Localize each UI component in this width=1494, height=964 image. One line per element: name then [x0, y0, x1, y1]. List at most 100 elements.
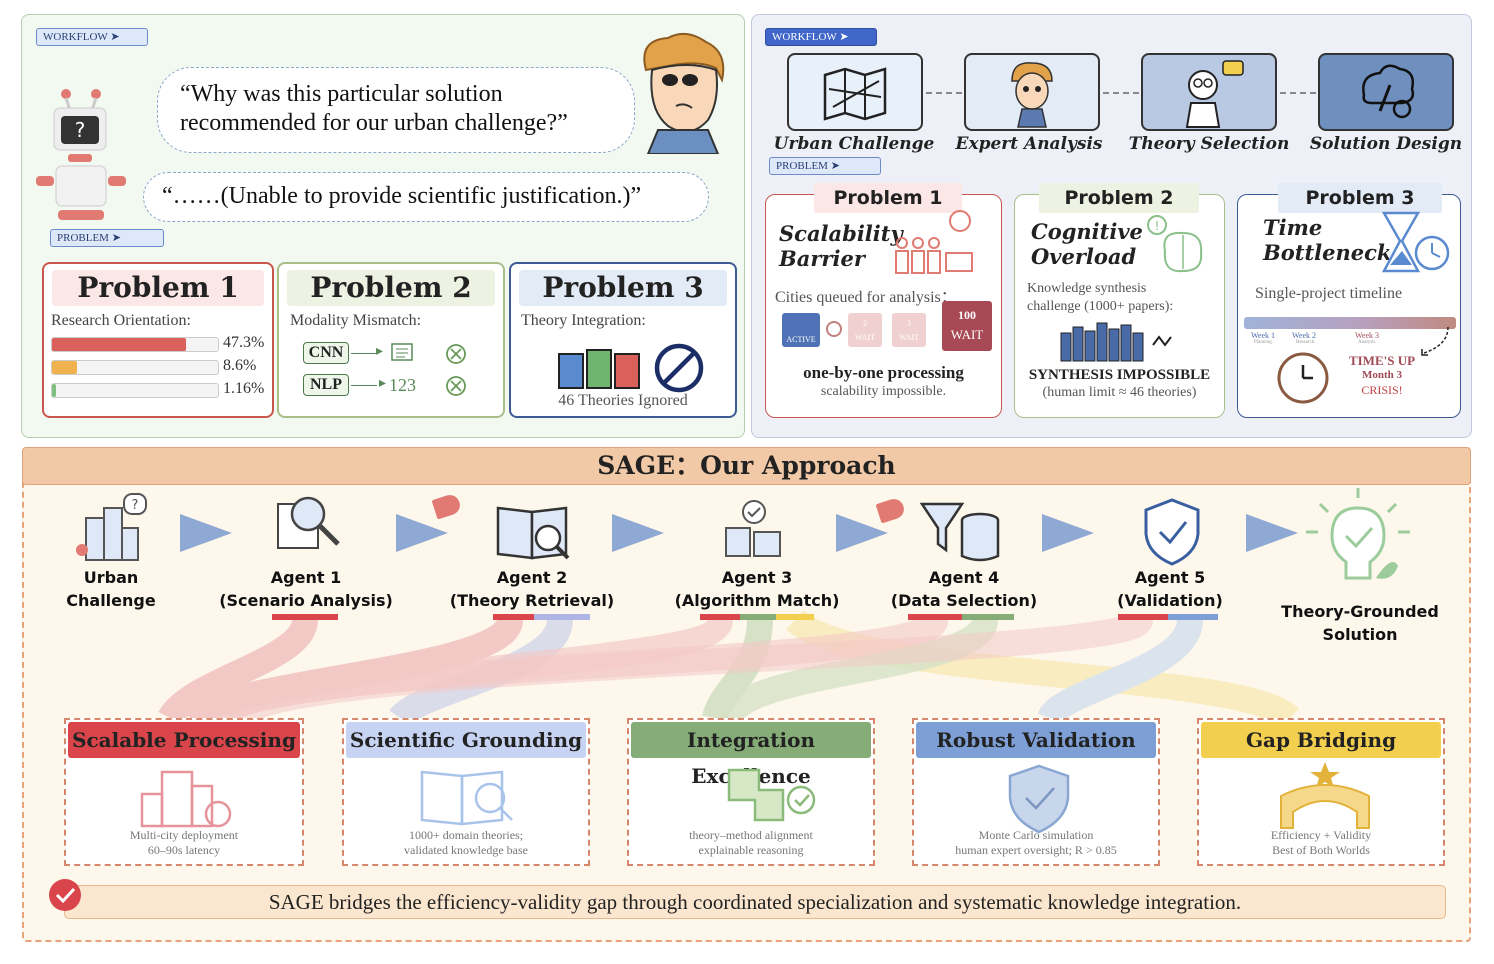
puzzle-check-icon — [725, 500, 781, 557]
cnn-chip: CNN — [303, 342, 349, 364]
expert-icon — [1011, 62, 1053, 128]
right-problem-1-note: scalability impossible. — [820, 384, 947, 399]
right-problem-3-desc: Single-project timeline — [1255, 285, 1403, 302]
agent-label-1: Agent 1 (Scenario Analysis) — [216, 566, 396, 612]
flow-arrow-2 — [396, 514, 448, 552]
bar-3 — [51, 383, 219, 398]
svg-text:?: ? — [75, 118, 86, 142]
agent-4-line1: Agent 4 — [928, 568, 1000, 587]
left-problem-3-card: Problem 3 Theory Integration: 46 Theorie… — [509, 262, 737, 418]
paper-stack-icon — [1060, 322, 1172, 362]
nlp-arrow-head: ▸ — [379, 376, 387, 391]
right-problem-1-bold: one-by-one processing — [803, 363, 964, 382]
timeline-week-1: Week 1 — [1251, 331, 1276, 340]
outcome-integration-excellence: Integration Excellence theory–method ali… — [627, 718, 875, 866]
left-problem-1-subtitle: Research Orientation: — [51, 312, 191, 329]
agent-label-4: Agent 4(Data Selection) — [874, 566, 1054, 612]
search-analysis-icon — [277, 496, 340, 549]
number-icon: 123 — [389, 375, 416, 395]
step-arrow-3 — [1280, 92, 1316, 94]
puzzle-icon — [727, 768, 816, 822]
problem-tag-right: PROBLEM ➤ — [769, 157, 881, 175]
agent-1-line1: Agent 1 — [270, 568, 342, 587]
alert-line-1: TIME'S UP — [1348, 353, 1416, 368]
hourglass-clock-icon — [1381, 211, 1450, 273]
scientist-icon — [1185, 60, 1244, 128]
answer-bubble: “……(Unable to provide scientific justifi… — [143, 172, 709, 222]
timeline-bar — [1244, 317, 1456, 329]
right-problem-2-desc-1: Knowledge synthesis — [1027, 281, 1147, 296]
lightbulb-check-icon — [1306, 488, 1410, 580]
reject-icon-1 — [446, 344, 466, 364]
outcome-2-line2: validated knowledge base — [404, 843, 528, 857]
deadline-clock-icon — [1277, 352, 1329, 404]
right-problem-3-heading-2: Bottleneck — [1263, 240, 1392, 265]
right-problem-3-heading-1: Time — [1263, 215, 1323, 240]
outcome-2-line1: 1000+ domain theories; — [408, 828, 524, 842]
alert-line-2: Month 3 — [1361, 369, 1403, 381]
map-icon — [823, 67, 887, 121]
timeline-week-3: Week 3 — [1355, 331, 1380, 340]
question-bubble: “Why was this particular solution recomm… — [157, 67, 635, 153]
right-problem-2-desc-2: challenge (1000+ papers): — [1027, 299, 1174, 314]
step-solution-design — [1318, 53, 1454, 131]
conclusion-bar — [64, 885, 1446, 919]
left-problem-3-subtitle: Theory Integration: — [521, 312, 646, 329]
bar-1-label: 47.3% — [223, 334, 265, 351]
reject-icon-2 — [446, 376, 466, 396]
check-badge-icon — [49, 879, 81, 911]
outcome-5-line1: Efficiency + Validity — [1270, 828, 1372, 842]
right-problem-2-card: Problem 2 Cognitive Overload ! Knowledge… — [1014, 183, 1225, 418]
document-icon — [391, 343, 413, 361]
timeline-week-2-sub: Research — [1296, 340, 1315, 345]
workflow-tag-left: WORKFLOW ➤ — [36, 28, 148, 46]
svg-text:!: ! — [1155, 219, 1160, 233]
step-arrow-1 — [926, 92, 962, 94]
agent-solution-line1: Theory-Grounded — [1281, 602, 1439, 621]
timeline-week-1-sub: Planning — [1254, 340, 1272, 345]
agent-urban-line2: Challenge — [66, 591, 156, 610]
agent-label-2: Agent 2(Theory Retrieval) — [442, 566, 622, 612]
cnn-arrow-head: ▸ — [376, 344, 384, 359]
theories-ignored-label: 46 Theories Ignored — [558, 392, 688, 409]
left-problem-1-card: Problem 1 Research Orientation: 47.3% 8.… — [42, 262, 274, 418]
timeline-week-2: Week 2 — [1292, 331, 1317, 340]
queue-item-100-status: WAIT — [950, 327, 984, 342]
step-arrow-2 — [1103, 92, 1139, 94]
agent-2-line1: Agent 2 — [496, 568, 568, 587]
right-problem-1-title: Problem 1 — [814, 183, 962, 213]
timeline-arrow-icon — [1421, 326, 1449, 356]
person-icon — [643, 32, 725, 154]
outcome-1-line2: 60–90s latency — [147, 843, 221, 857]
flow-arrow-4 — [836, 514, 888, 552]
problem-tag-left: PROBLEM ➤ — [50, 229, 164, 247]
agent-3-line2: (Algorithm Match) — [674, 591, 840, 610]
outcome-scalable-processing: Scalable Processing Multi-city deploymen… — [64, 718, 304, 866]
left-problem-1-title: Problem 1 — [52, 270, 264, 306]
right-problem-2-note: (human limit ≈ 46 theories) — [1042, 385, 1197, 400]
left-problem-3-title: Problem 3 — [519, 270, 727, 306]
bar-2 — [51, 360, 219, 375]
queue-active: ACTIVE — [782, 313, 820, 347]
outcome-4-line2: human expert oversight; R > 0.85 — [955, 843, 1117, 857]
outcome-1-title: Scalable Processing — [68, 722, 300, 758]
outcome-3-line1: theory–method alignment — [689, 828, 813, 842]
queue-item-3-num: 3 — [907, 319, 911, 328]
right-problem-3-title: Problem 3 — [1278, 183, 1442, 213]
approach-banner: SAGE：Our Approach — [22, 447, 1471, 485]
bar-3-label: 1.16% — [223, 380, 265, 397]
nlp-chip: NLP — [303, 374, 349, 396]
agent-5-line1: Agent 5 — [1134, 568, 1206, 587]
step-expert-analysis — [964, 53, 1100, 131]
agent-1-line2: (Scenario Analysis) — [219, 591, 393, 610]
outcome-scientific-grounding: Scientific Grounding 1000+ domain theori… — [342, 718, 590, 866]
flow-arrow-3 — [612, 514, 664, 552]
nlp-arrow — [351, 385, 377, 386]
agent-solution-line2: Solution — [1322, 625, 1398, 644]
books-icon — [558, 349, 640, 389]
step-label-solution: Solution Design — [1309, 134, 1463, 154]
